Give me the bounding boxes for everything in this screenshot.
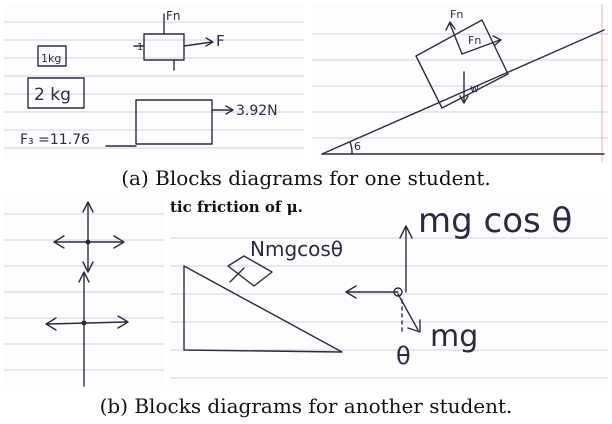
handwritten-normal-label: Nmgcosθ [250,237,343,261]
handwritten-mgcos-top: mg cos θ [418,201,572,241]
handwritten-mg: mg [430,319,478,354]
force-value: 3.92N [236,103,278,119]
panel-b2-drawing [170,225,608,379]
f1-label: 1 [137,42,143,53]
large-box-label: 2 kg [34,85,71,105]
incline-block [415,19,509,109]
panel-b1 [4,194,164,390]
incline-triangle [183,265,343,353]
caption-a: (a) Blocks diagrams for one student. [121,166,491,190]
incline-block-b [227,255,273,287]
panel-a1: 1kg 2 kg Fn F 1 3.92N F₃ =11.76 [4,4,304,162]
large-box [27,77,85,109]
small-box-label: 1kg [41,52,61,65]
incline-surface [321,29,605,155]
panel-a2: Fn Fn w 6 [312,4,608,162]
f3-label: F₃ =11.76 [20,132,90,148]
small-box [37,45,67,67]
panel-a1-drawing [4,13,304,149]
normal-force-label: Fn [450,8,463,21]
weight-label: w [470,82,479,95]
angle-label: 6 [354,140,361,153]
printed-problem-text: tic friction of μ. [170,198,303,216]
panel-a2-labels: Fn Fn w 6 [354,8,481,153]
caption-b: (b) Blocks diagrams for another student. [99,394,513,418]
panel-a1-labels: 1kg 2 kg Fn F 1 3.92N F₃ =11.76 [20,9,278,148]
panel-b2: tic friction of μ. mg cos θ Nmgcosθ mg θ [170,194,608,390]
panel-a2-drawing [312,4,608,162]
friction-force-label: Fn [468,34,481,47]
panel-b1-drawing [4,201,164,387]
fbd-box-lower [135,99,213,145]
f-label: F [216,32,225,50]
panel-b2-labels: tic friction of μ. mg cos θ Nmgcosθ mg θ [170,198,572,370]
fn-label: Fn [166,9,181,23]
handwritten-theta: θ [396,342,411,370]
